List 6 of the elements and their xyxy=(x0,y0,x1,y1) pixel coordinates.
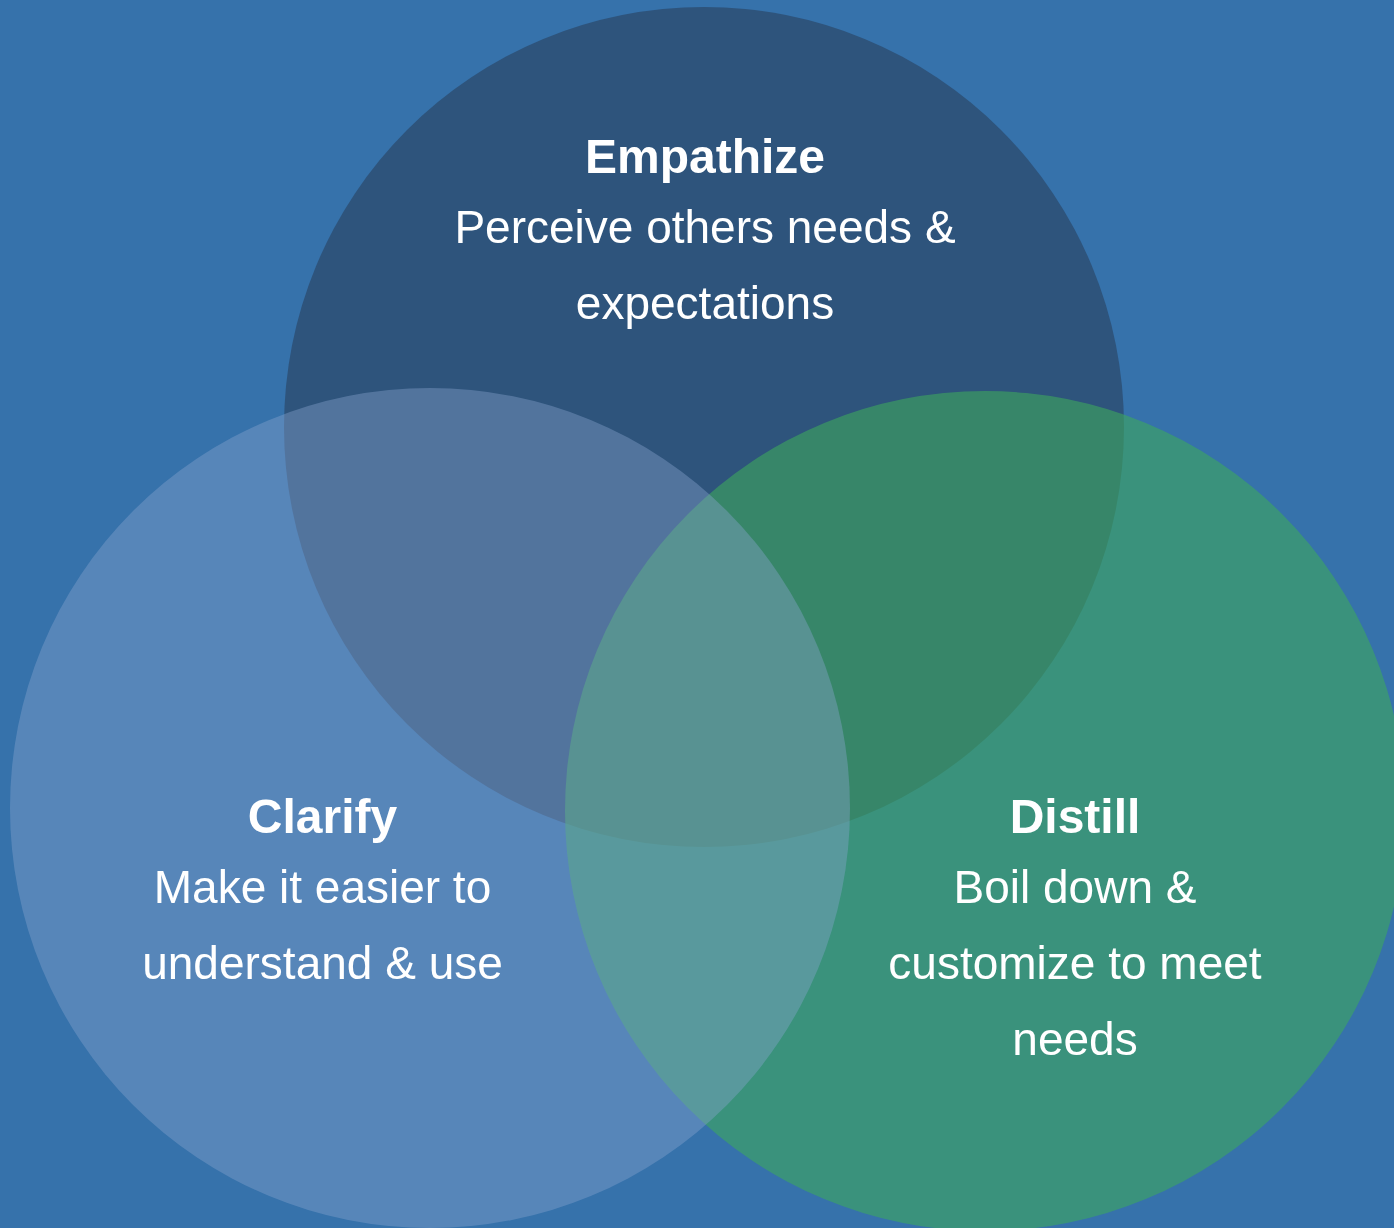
circle-title: Clarify xyxy=(246,789,399,845)
circle-description: Make it easier to understand & use xyxy=(141,860,504,991)
circle-title: Distill xyxy=(1008,789,1142,845)
circle-description: Perceive others needs & expectations xyxy=(453,200,957,331)
circle-description: Boil down & customize to meet needs xyxy=(887,860,1263,1067)
circle-title: Empathize xyxy=(583,129,826,185)
